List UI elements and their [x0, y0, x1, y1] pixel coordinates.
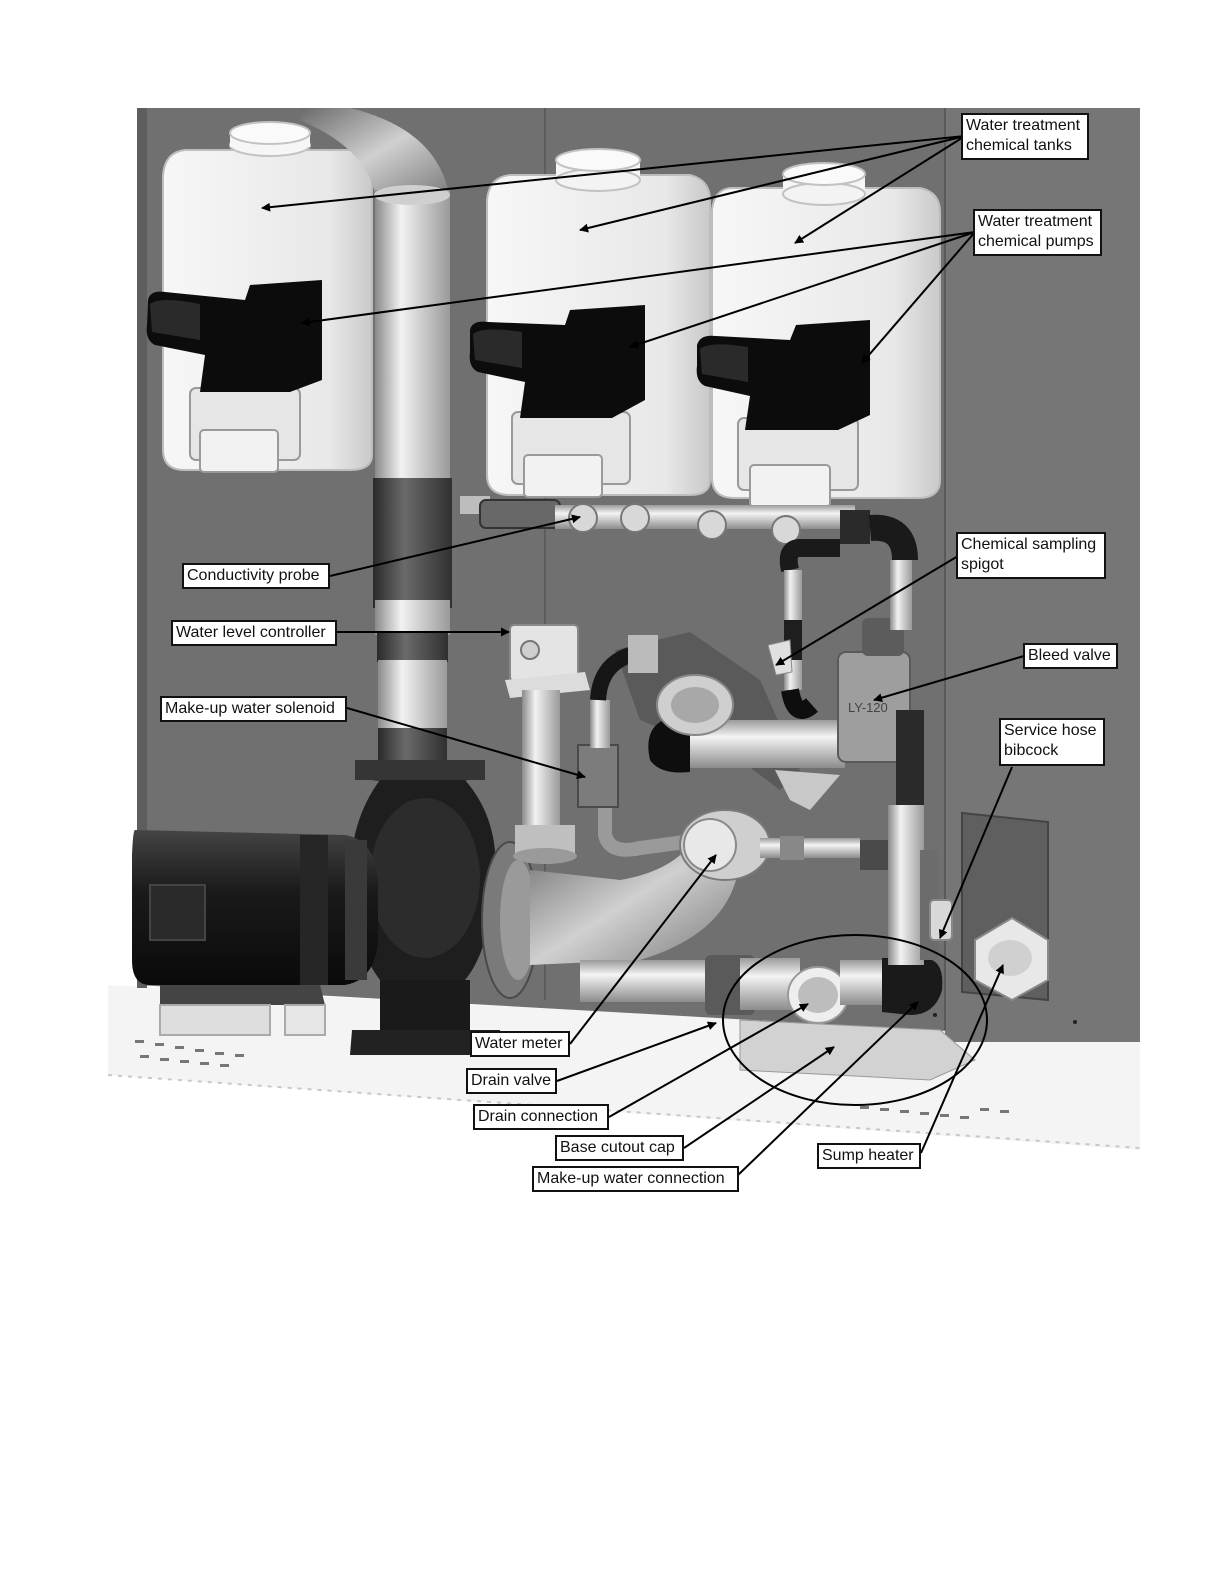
label-conductivity-probe: Conductivity probe [182, 563, 330, 589]
label-base-cutout-cap: Base cutout cap [555, 1135, 684, 1161]
label-makeup-water-solenoid: Make-up water solenoid [160, 696, 347, 722]
label-water-treatment-pumps: Water treatment chemical pumps [973, 209, 1102, 256]
label-water-treatment-tanks: Water treatment chemical tanks [961, 113, 1089, 160]
label-service-hose-bibcock: Service hose bibcock [999, 718, 1105, 766]
label-chemical-sampling-spigot: Chemical sampling spigot [956, 532, 1106, 579]
label-makeup-water-connection: Make-up water connection [532, 1166, 739, 1192]
bleed-valve-marking: LY-120 [848, 700, 888, 715]
label-bleed-valve: Bleed valve [1023, 643, 1118, 669]
label-drain-connection: Drain connection [473, 1104, 609, 1130]
label-water-meter: Water meter [470, 1031, 570, 1057]
label-drain-valve: Drain valve [466, 1068, 557, 1094]
label-water-level-controller: Water level controller [171, 620, 337, 646]
label-sump-heater: Sump heater [817, 1143, 921, 1169]
